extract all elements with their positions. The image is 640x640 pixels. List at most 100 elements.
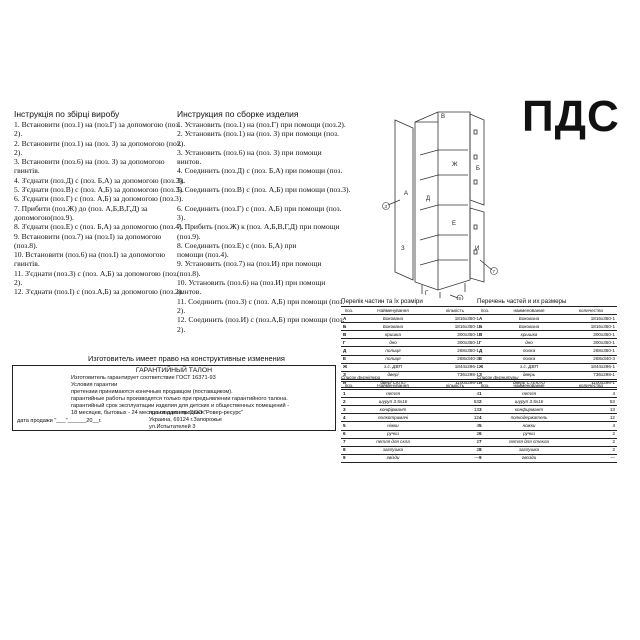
guarantee-title: ГАРАНТИЙНЫЙ ТАЛОН bbox=[135, 367, 213, 374]
ua-instruction-line: 11. З'єднати (поз.З) с (поз. А,Б) за доп… bbox=[14, 268, 178, 278]
table-cell: — bbox=[429, 454, 481, 463]
ua-instruction-line: (поз.8). bbox=[14, 240, 38, 250]
table-cell: 1816х350-1 bbox=[429, 322, 481, 332]
label-g: Г bbox=[425, 291, 429, 297]
table-cell: шуруп 3.5х16 bbox=[493, 397, 565, 407]
ua-instruction-line: 2). bbox=[14, 129, 23, 139]
table-cell: 5 bbox=[477, 421, 493, 431]
ua-instruction-line: 6. З'єднати (поз.Г) с (поз. А,Б) за допо… bbox=[14, 194, 184, 204]
table-cell: З bbox=[341, 371, 357, 380]
table-cell: 1816х350-1 bbox=[565, 322, 617, 332]
table-cell: 2 bbox=[565, 438, 617, 447]
table-cell: Ж bbox=[477, 363, 493, 372]
table-cell: крышка bbox=[493, 330, 565, 340]
table-cell: 1816х350-1 bbox=[565, 314, 617, 324]
ua-instruction-line: 1. Встановити (поз.1) на (поз.Г) за допо… bbox=[14, 120, 181, 129]
table-cell: конфірмант bbox=[357, 405, 429, 415]
manufacturer-note: Изготовитель имеет право на конструктивн… bbox=[88, 354, 285, 363]
table-header: количество bbox=[565, 380, 617, 391]
ru-instruction-line: винтов. bbox=[177, 287, 202, 297]
table-cell: — bbox=[565, 454, 617, 463]
table-cell: петля для стекла bbox=[493, 438, 565, 447]
table-cell: 2 bbox=[429, 446, 481, 455]
table-cell: 736х298-1 bbox=[429, 371, 481, 380]
producer-info: производитель:ООО "Ровер-ресурс"Украина,… bbox=[149, 410, 243, 431]
guarantee-line: гарантийные работы производятся только п… bbox=[71, 395, 288, 402]
table-cell: В bbox=[477, 330, 493, 340]
table-header: наименование bbox=[493, 305, 565, 316]
ua-instructions-title: Інструкція по збірці виробу bbox=[14, 109, 120, 119]
ru-instructions-title: Инструкция по сборке изделия bbox=[177, 109, 299, 119]
table-cell: 4 bbox=[565, 389, 617, 399]
table-cell: 5 bbox=[341, 421, 357, 431]
table-cell: Боковина bbox=[493, 322, 565, 332]
table-cell: 1844х296-1 bbox=[429, 363, 481, 372]
table-cell: 1816х350-1 bbox=[429, 314, 481, 324]
label-d: Д bbox=[426, 196, 430, 202]
table-cell: 53 bbox=[565, 397, 617, 407]
label-b: Б bbox=[476, 166, 480, 172]
ua-instruction-line: гвинтів. bbox=[14, 259, 40, 269]
ru-fittings-title: Список фурнитуры bbox=[477, 375, 519, 380]
table-cell: А bbox=[341, 314, 357, 324]
ru-instruction-line: 4. Соединить (поз.Д) с (поз. Б,А) при по… bbox=[177, 166, 343, 176]
table-header: поз. bbox=[341, 305, 357, 316]
ua-instruction-line: 3. Встановити (поз.6) на (поз. З) за доп… bbox=[14, 157, 165, 167]
ru-instruction-line: 1. Установить (поз.1) на (поз.Г) при пом… bbox=[177, 120, 346, 129]
table-cell: конфирмант bbox=[493, 405, 565, 415]
table-cell: 9 bbox=[341, 454, 357, 463]
ru-instruction-line: 3). bbox=[177, 175, 186, 185]
table-header: поз. bbox=[341, 380, 357, 391]
table-cell: гвозди bbox=[493, 454, 565, 463]
table-cell: гвізди bbox=[357, 454, 429, 463]
ru-instructions-list: 1. Установить (поз.1) на (поз.Г) при пом… bbox=[177, 120, 350, 334]
table-cell: ручки bbox=[493, 430, 565, 439]
table-cell: 300х350-1 bbox=[565, 330, 617, 340]
table-cell: 9 bbox=[477, 454, 493, 463]
table-cell: Б bbox=[477, 322, 493, 332]
table-cell: 13 bbox=[565, 405, 617, 415]
ru-instruction-line: 2). bbox=[177, 305, 186, 315]
table-cell: 6 bbox=[477, 430, 493, 439]
ru-instruction-line bbox=[177, 194, 350, 203]
table-cell: 1 bbox=[341, 389, 357, 399]
table-cell: 1 bbox=[477, 389, 493, 399]
ua-instruction-line: 2). bbox=[14, 278, 23, 288]
ua-instruction-line: допомогою(поз.9). bbox=[14, 212, 74, 222]
table-cell: Е bbox=[477, 355, 493, 364]
table-cell: 268х340-3 bbox=[429, 355, 481, 364]
table-cell: 2 bbox=[477, 397, 493, 407]
table-cell: 7 bbox=[477, 438, 493, 447]
ua-instruction-line: гвинтів. bbox=[14, 166, 40, 176]
table-cell: петля для скла bbox=[357, 438, 429, 447]
table-cell: полка bbox=[493, 346, 565, 356]
table-cell: Д bbox=[341, 346, 357, 356]
ua-parts-title: Перелік частин та їх розміри bbox=[341, 298, 423, 305]
ru-instruction-line: 6. Соединить (поз.Г) с (поз. А,Б) при по… bbox=[177, 203, 342, 213]
table-cell: 2 bbox=[429, 430, 481, 439]
table-cell: З bbox=[477, 371, 493, 380]
guarantee-line: 18 месяцев, бытовых - 24 месяца от даты … bbox=[71, 409, 206, 416]
table-cell: полкотримачі bbox=[357, 413, 429, 423]
table-cell: шуруп 3.5х16 bbox=[357, 397, 429, 407]
table-cell: Д bbox=[477, 346, 493, 356]
table-cell: 6 bbox=[341, 430, 357, 439]
table-cell: 268х350-1 bbox=[429, 346, 481, 356]
